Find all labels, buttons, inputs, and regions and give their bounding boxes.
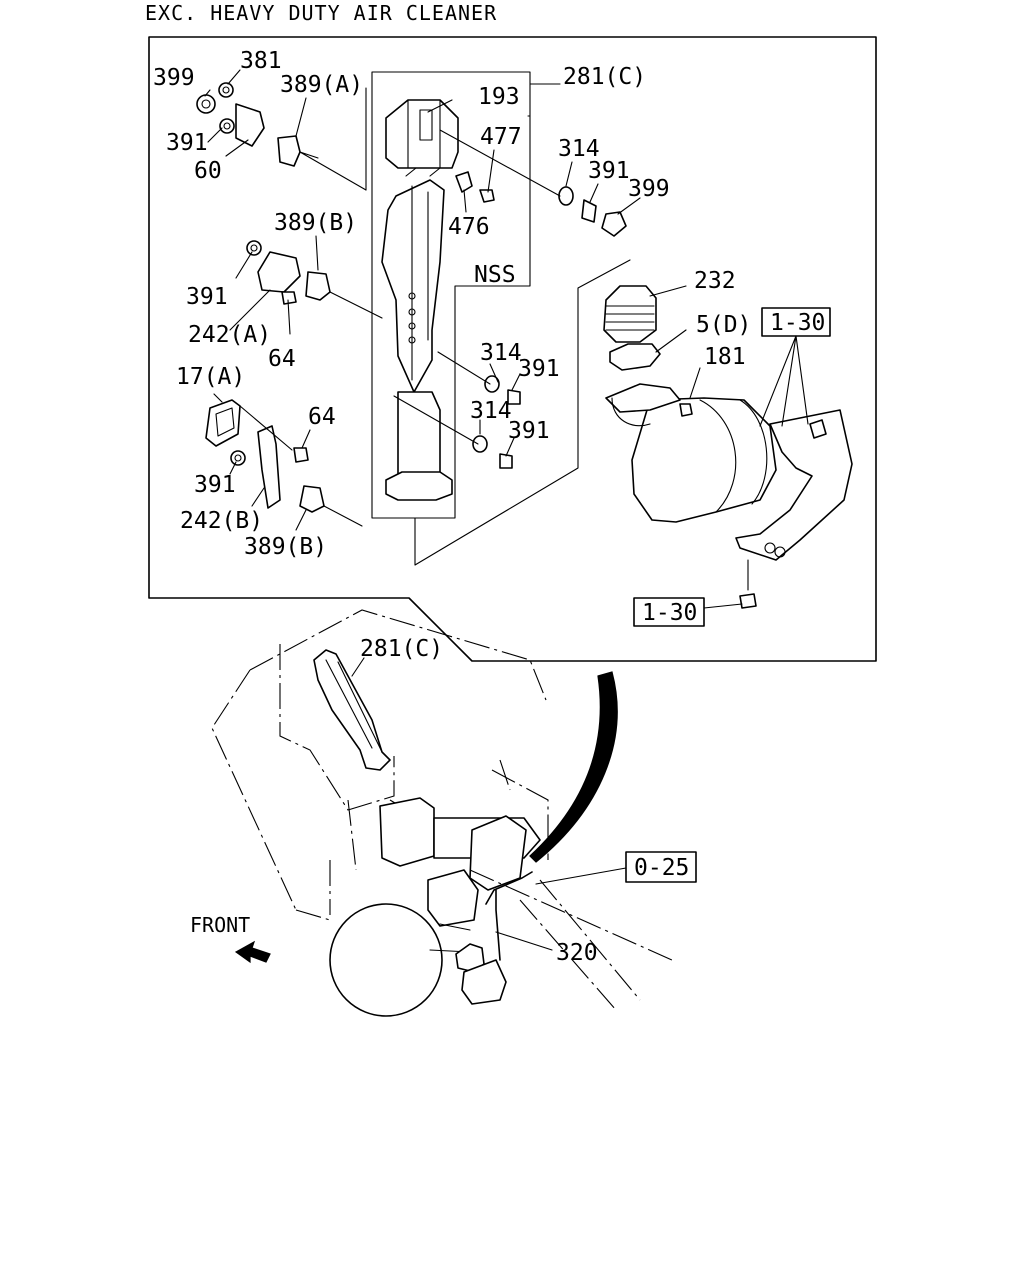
callout-281c-top: 281(C) <box>563 64 646 90</box>
air-cleaner-assembly <box>603 285 853 609</box>
callout-391-upper-left: 391 <box>166 130 208 156</box>
callout-391-lower-right: 391 <box>508 418 550 444</box>
washers-nuts-middle <box>393 351 521 469</box>
callout-64-upper: 64 <box>268 346 296 372</box>
callout-391-upper-right: 391 <box>588 158 630 184</box>
callout-242a: 242(A) <box>188 322 271 348</box>
bracket-242a <box>246 240 383 319</box>
reference-box-1-30-top: 1-30 <box>761 307 831 337</box>
callout-242b: 242(B) <box>180 508 263 534</box>
reference-box-0-25: 0-25 <box>625 851 697 883</box>
callout-281c-lower: 281(C) <box>360 636 443 662</box>
detail-connector-curve <box>529 671 618 863</box>
callout-181: 181 <box>704 344 746 370</box>
upper-left-hardware <box>196 82 367 191</box>
callout-232: 232 <box>694 268 736 294</box>
callout-391-mid-left: 391 <box>186 284 228 310</box>
callout-64-lower: 64 <box>308 404 336 430</box>
callout-389b-upper: 389(B) <box>274 210 357 236</box>
callout-193: 193 <box>478 84 520 110</box>
callout-17a: 17(A) <box>176 364 245 390</box>
reference-1-30-bottom: 1-30 <box>642 600 697 626</box>
reference-box-1-30-bottom: 1-30 <box>633 597 705 627</box>
callout-314-mid: 314 <box>480 340 522 366</box>
reference-1-30-top: 1-30 <box>770 310 825 336</box>
bracket-17a <box>205 399 363 527</box>
callout-5d: 5(D) <box>696 312 751 338</box>
callout-477: 477 <box>480 124 522 150</box>
callout-399: 399 <box>153 65 195 91</box>
callout-476: 476 <box>448 214 490 240</box>
reference-0-25: 0-25 <box>634 855 689 881</box>
callout-nss: NSS <box>474 262 516 288</box>
front-label: FRONT <box>190 913 250 937</box>
callout-60: 60 <box>194 158 222 184</box>
lower-duct-281c <box>313 649 391 771</box>
engine-and-axle <box>329 797 673 1017</box>
duct-assembly-bracket <box>371 71 631 566</box>
snorkel-duct <box>381 99 459 501</box>
diagram-title: EXC. HEAVY DUTY AIR CLEANER <box>145 1 497 25</box>
callout-314-lower: 314 <box>470 398 512 424</box>
callout-389a: 389(A) <box>280 72 363 98</box>
callout-381: 381 <box>240 48 282 74</box>
callout-391-mid-right: 391 <box>518 356 560 382</box>
callout-399-right: 399 <box>628 176 670 202</box>
front-arrow-icon <box>234 940 271 964</box>
callout-389b-lower: 389(B) <box>244 534 327 560</box>
detail-frame <box>148 36 877 662</box>
leader-lines <box>204 69 809 951</box>
hardware-right-upper <box>439 129 627 237</box>
callout-labels: 399 381 389(A) 193 281(C) 391 477 60 314… <box>153 48 751 966</box>
callout-391-lower-left: 391 <box>194 472 236 498</box>
callout-320: 320 <box>556 940 598 966</box>
callout-314-upper: 314 <box>558 136 600 162</box>
